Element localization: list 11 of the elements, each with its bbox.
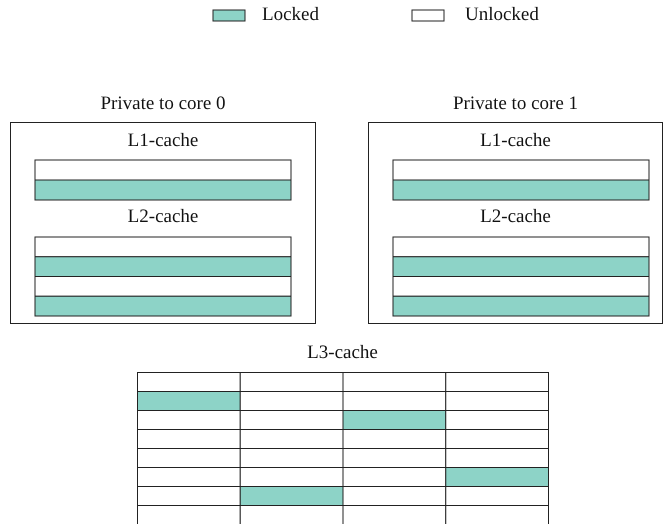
cache-label: L1-cache xyxy=(479,131,552,151)
legend-label: Unlocked xyxy=(465,5,539,25)
cache-label: L3-cache xyxy=(306,343,379,363)
box-heading: Private to core 0 xyxy=(99,94,227,114)
core-private-box xyxy=(368,122,663,324)
legend-label: Locked xyxy=(262,5,319,25)
core-private-box xyxy=(10,122,316,324)
cache-label: L2-cache xyxy=(126,207,200,227)
box-heading: Private to core 1 xyxy=(452,94,580,114)
cache-label: L1-cache xyxy=(126,131,200,151)
cache-label: L2-cache xyxy=(479,207,552,227)
